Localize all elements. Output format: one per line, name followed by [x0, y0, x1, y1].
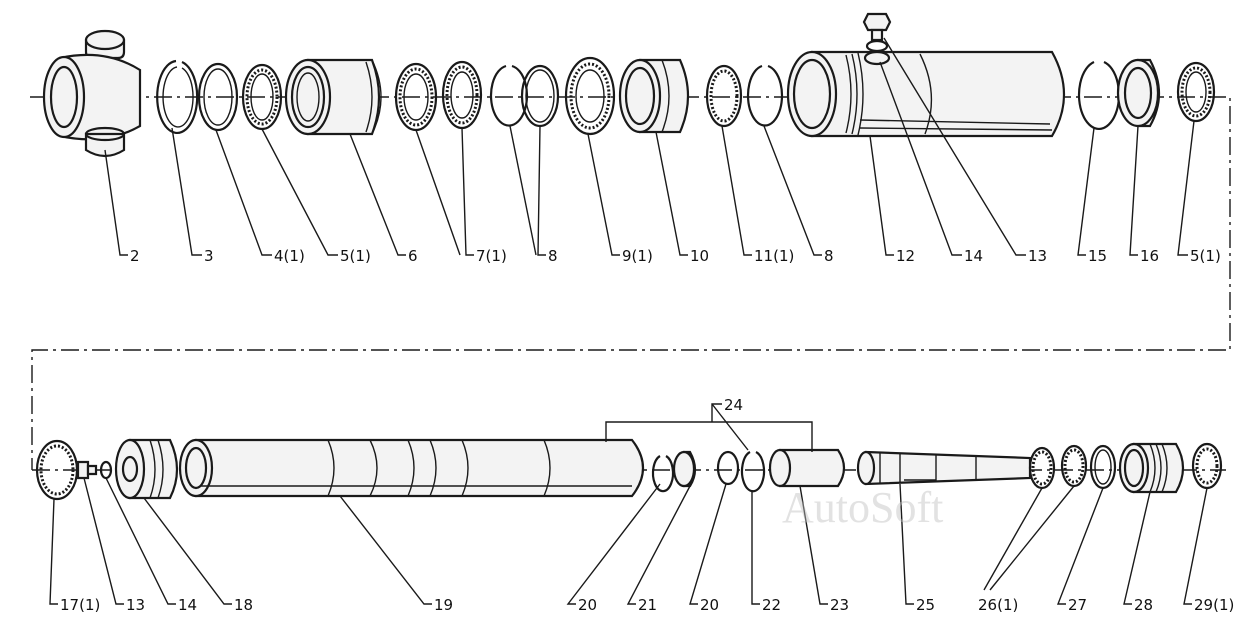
row1-labels: 2 3 4(1) 5(1) 6 7(1) 8 9(1) 10 11(1) 8 1… [130, 247, 1221, 265]
part-21-ring [672, 450, 697, 488]
part-5-ring-second [1176, 61, 1216, 123]
part-27-snap-ring [1089, 444, 1117, 490]
part-23-sleeve [768, 448, 846, 488]
row1-leaders [104, 37, 1195, 256]
part-10-guide-ring [618, 58, 690, 134]
row1-center-axis [30, 96, 1231, 470]
part-4-seal-ring [197, 62, 239, 132]
label-8: 8 [548, 247, 558, 265]
label-14-second: 14 [178, 596, 197, 614]
label-2: 2 [130, 247, 140, 265]
label-26: 26(1) [978, 596, 1018, 614]
part-20-snap-ring-second [716, 450, 740, 486]
part-8-snap-ring-second [746, 64, 784, 127]
part-11-ring [705, 64, 743, 128]
part-28-threaded-cap [1118, 442, 1185, 494]
label-13-second: 13 [126, 596, 145, 614]
label-7: 7(1) [476, 247, 507, 265]
label-21: 21 [638, 596, 657, 614]
label-9: 9(1) [622, 247, 653, 265]
label-22: 22 [762, 596, 781, 614]
part-20-snap-ring [651, 455, 675, 493]
label-10: 10 [690, 247, 709, 265]
part-16-ring [1116, 58, 1160, 128]
label-11: 11(1) [754, 247, 794, 265]
label-17: 17(1) [60, 596, 100, 614]
part-22-ring [740, 451, 766, 493]
part-15-snap-ring [1077, 60, 1121, 130]
label-25: 25 [916, 596, 935, 614]
part-12-outer-tube [786, 50, 1066, 138]
label-19: 19 [434, 596, 453, 614]
part-13-grease-nipple [862, 12, 892, 42]
label-27: 27 [1068, 596, 1087, 614]
label-24: 24 [724, 396, 743, 414]
label-18: 18 [234, 596, 253, 614]
label-29: 29(1) [1194, 596, 1234, 614]
label-5: 5(1) [340, 247, 371, 265]
part-8-snap-rings [489, 64, 560, 128]
part-25-shaft [856, 450, 1032, 486]
part-3-snap-ring [156, 59, 199, 135]
label-12: 12 [896, 247, 915, 265]
part-13-grease-nipple-second [76, 460, 98, 480]
part-7-rings [394, 60, 483, 132]
part-2-cross-housing [42, 29, 142, 158]
bracket-24 [605, 403, 813, 452]
label-15: 15 [1088, 247, 1107, 265]
label-5-second: 5(1) [1190, 247, 1221, 265]
part-26-rings [1028, 444, 1088, 490]
label-16: 16 [1140, 247, 1159, 265]
label-20-second: 20 [700, 596, 719, 614]
label-8-second: 8 [824, 247, 834, 265]
label-3: 3 [204, 247, 214, 265]
part-9-felt-ring [564, 56, 616, 136]
part-19-inner-tube [178, 438, 644, 498]
label-14: 14 [964, 247, 983, 265]
label-28: 28 [1134, 596, 1153, 614]
label-13: 13 [1028, 247, 1047, 265]
part-18-flange [114, 438, 179, 500]
row2-leaders [49, 477, 1208, 605]
watermark-text: AutoSoft [782, 483, 943, 532]
label-6: 6 [408, 247, 418, 265]
part-6-bushing [284, 58, 382, 136]
label-20: 20 [578, 596, 597, 614]
part-29-ring [1191, 442, 1223, 490]
label-23: 23 [830, 596, 849, 614]
part-14-washer [863, 39, 891, 66]
label-4: 4(1) [274, 247, 305, 265]
row2-labels: 17(1) 13 14 18 19 24 20 21 20 22 23 25 2… [60, 396, 1234, 614]
